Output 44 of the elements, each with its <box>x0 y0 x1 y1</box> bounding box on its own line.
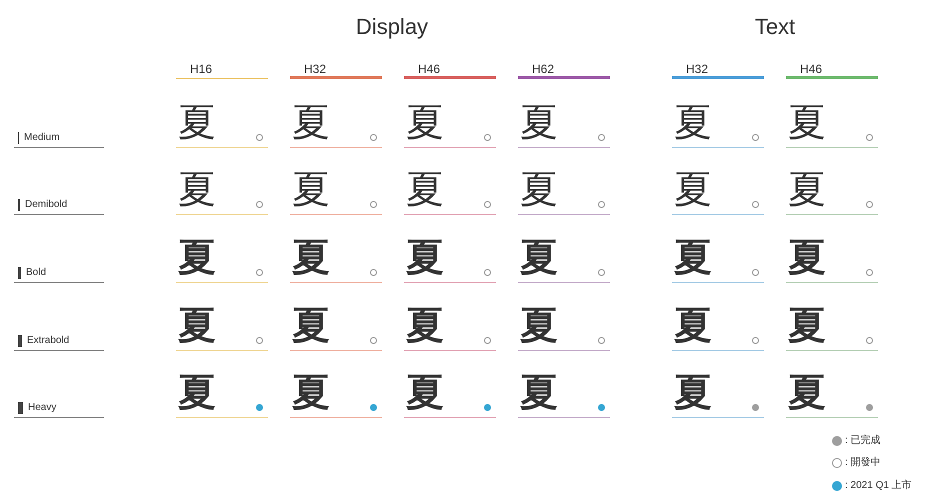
glyph-sample: 夏 <box>520 371 558 413</box>
weight-label: Medium <box>18 132 60 144</box>
glyph-sample: 夏 <box>788 101 826 143</box>
glyph-sample: 夏 <box>292 236 330 278</box>
glyph-sample: 夏 <box>674 304 712 346</box>
column-heading: H46 <box>800 62 822 76</box>
glyph-sample: 夏 <box>178 304 216 346</box>
glyph-sample: 夏 <box>178 236 216 278</box>
column-heading: H32 <box>304 62 326 76</box>
glyph-sample: 夏 <box>788 168 826 210</box>
section-heading: Text <box>754 14 796 40</box>
weight-label: Bold <box>18 267 46 279</box>
glyph-sample: 夏 <box>292 168 330 210</box>
glyph-sample: 夏 <box>520 236 558 278</box>
glyph-sample: 夏 <box>178 371 216 413</box>
glyph-sample: 夏 <box>674 236 712 278</box>
glyph-sample: 夏 <box>788 236 826 278</box>
glyph-sample: 夏 <box>292 371 330 413</box>
column-heading: H32 <box>686 62 708 76</box>
legend-text: : 2021 Q1 上市 <box>845 480 912 492</box>
legend-text: : 已完成 <box>845 435 881 447</box>
section-heading: Display <box>354 14 430 40</box>
glyph-sample: 夏 <box>520 101 558 143</box>
glyph-sample: 夏 <box>788 371 826 413</box>
glyph-sample: 夏 <box>674 371 712 413</box>
glyph-sample: 夏 <box>178 101 216 143</box>
glyph-sample: 夏 <box>406 371 444 413</box>
column-heading: H46 <box>418 62 440 76</box>
glyph-sample: 夏 <box>406 236 444 278</box>
glyph-sample: 夏 <box>406 168 444 210</box>
glyph-sample: 夏 <box>406 101 444 143</box>
glyph-sample: 夏 <box>178 168 216 210</box>
glyph-sample: 夏 <box>520 304 558 346</box>
glyph-sample: 夏 <box>292 304 330 346</box>
column-heading: H62 <box>532 62 554 76</box>
weight-label: Demibold <box>18 199 68 211</box>
glyph-sample: 夏 <box>292 101 330 143</box>
glyph-sample: 夏 <box>788 304 826 346</box>
glyph-sample: 夏 <box>406 304 444 346</box>
glyph-sample: 夏 <box>520 168 558 210</box>
glyph-sample: 夏 <box>674 101 712 143</box>
legend-text: : 開發中 <box>845 457 881 469</box>
column-heading: H16 <box>190 62 212 76</box>
glyph-sample: 夏 <box>674 168 712 210</box>
